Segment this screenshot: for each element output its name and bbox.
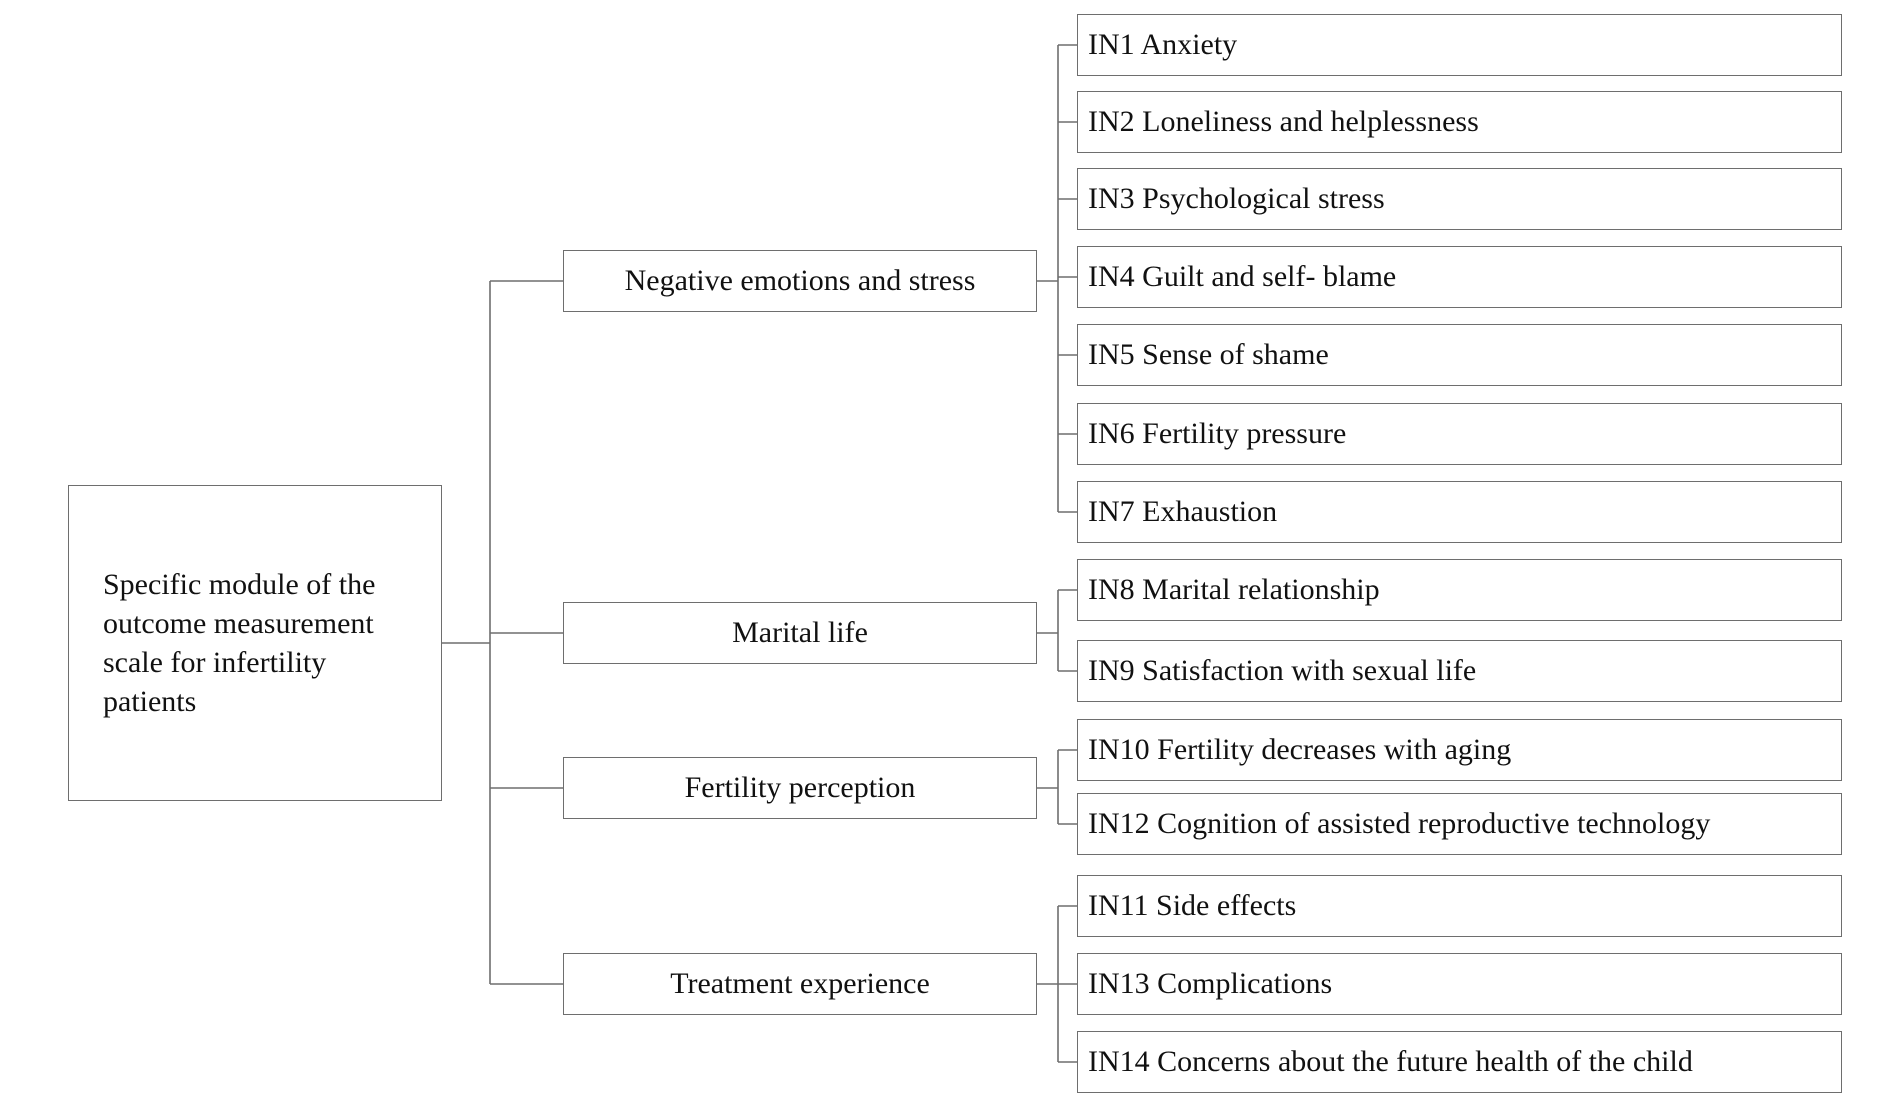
item-in11: IN11 Side effects [1077,875,1842,937]
category-fertility-perception: Fertility perception [563,757,1037,819]
item-in8: IN8 Marital relationship [1077,559,1842,621]
item-in2: IN2 Loneliness and helplessness [1077,91,1842,153]
item-in3: IN3 Psychological stress [1077,168,1842,230]
item-in5: IN5 Sense of shame [1077,324,1842,386]
item-in9: IN9 Satisfaction with sexual life [1077,640,1842,702]
item-in12: IN12 Cognition of assisted reproductive … [1077,793,1842,855]
item-in6: IN6 Fertility pressure [1077,403,1842,465]
item-in1: IN1 Anxiety [1077,14,1842,76]
item-in10: IN10 Fertility decreases with aging [1077,719,1842,781]
category-treatment-experience: Treatment experience [563,953,1037,1015]
root-node: Specific module of the outcome measureme… [68,485,442,801]
category-negative-emotions: Negative emotions and stress [563,250,1037,312]
item-in4: IN4 Guilt and self- blame [1077,246,1842,308]
item-in13: IN13 Complications [1077,953,1842,1015]
root-label: Specific module of the outcome measureme… [103,568,376,718]
item-in14: IN14 Concerns about the future health of… [1077,1031,1842,1093]
item-in7: IN7 Exhaustion [1077,481,1842,543]
category-marital-life: Marital life [563,602,1037,664]
